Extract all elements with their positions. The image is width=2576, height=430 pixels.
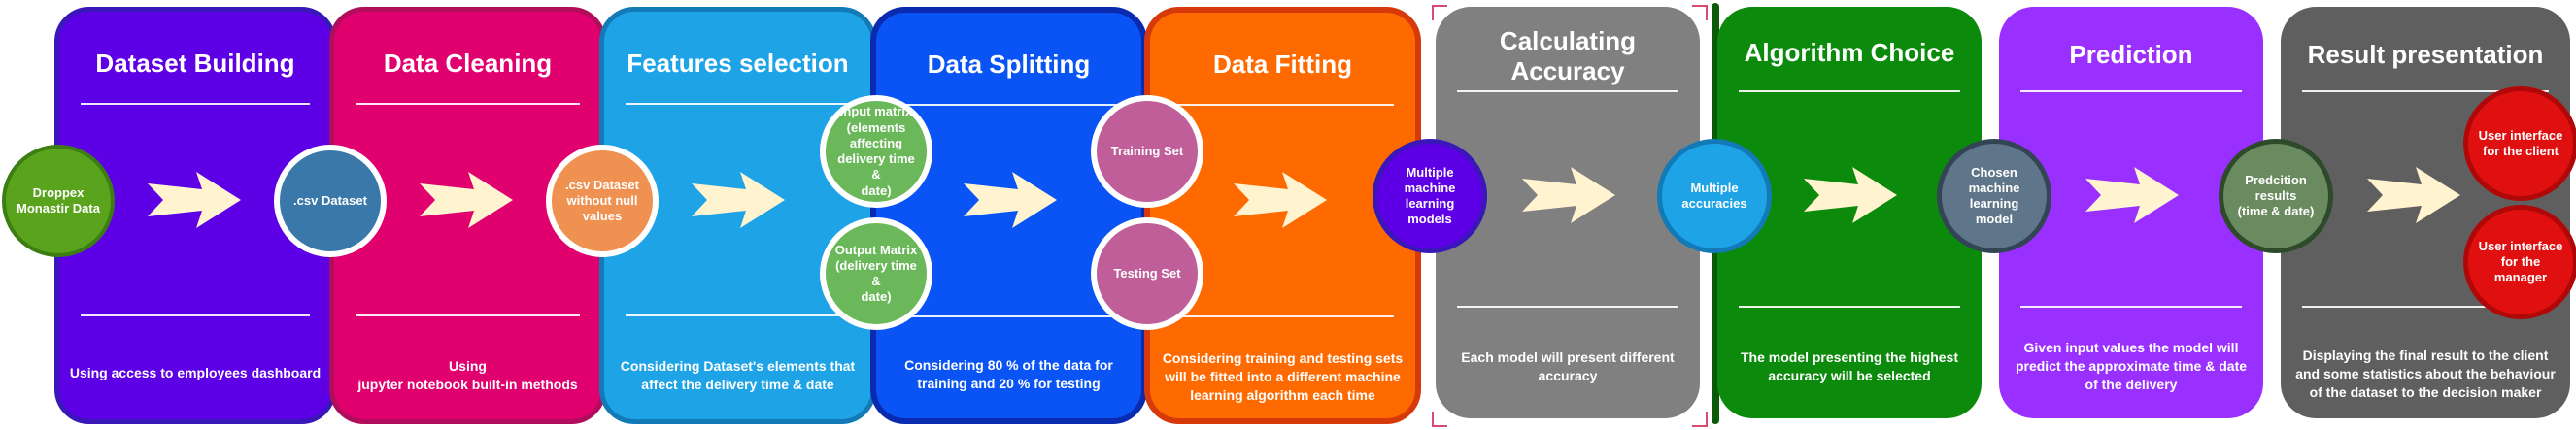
node-csv-dataset-no-null: .csv Dataset without null values: [546, 145, 659, 257]
stage-bottom-rule: [898, 315, 1120, 317]
arrow-calculating-accuracy-icon: [1522, 167, 1615, 223]
bracket-top-right: [1692, 5, 1708, 20]
stage-title: Data Splitting: [927, 50, 1091, 79]
node-input-matrix: Input matrix (elements affecting deliver…: [820, 95, 932, 208]
node-chosen-ml-model: Chosen machine learning model: [1937, 139, 2051, 253]
stage-top-rule: [1457, 90, 1678, 92]
stage-bottom-rule: [1457, 306, 1678, 308]
stage-description: The model presenting the highest accurac…: [1740, 349, 1959, 383]
node-label: Testing Set: [1113, 265, 1181, 281]
arrow-result-presentation-icon: [2367, 167, 2460, 223]
stage-bottom-rule: [2020, 306, 2242, 308]
arrow-data-splitting-icon: [964, 172, 1057, 228]
stage-top-rule: [2302, 90, 2549, 92]
node-multiple-accuracies: Multiple accuracies: [1657, 139, 1772, 253]
node-label: .csv Dataset: [293, 192, 367, 208]
stage-title: Dataset Building: [95, 49, 295, 78]
node-multiple-ml-models: Multiple machine learning models: [1373, 139, 1487, 253]
arrow-algorithm-choice-icon: [1804, 167, 1897, 223]
bracket-bottom-right: [1692, 412, 1708, 427]
node-csv-dataset: .csv Dataset: [274, 145, 387, 257]
stage-top-rule: [626, 103, 850, 105]
stage-title: Calculating Accuracy: [1499, 26, 1637, 86]
stage-top-rule: [81, 103, 310, 105]
node-ui-manager: User interface for the manager: [2463, 205, 2576, 319]
stage-top-rule: [1171, 104, 1394, 106]
stage-bottom-rule: [1171, 315, 1394, 317]
stage-title: Data Fitting: [1213, 50, 1352, 79]
stage-description: Each model will present different accura…: [1461, 349, 1675, 383]
node-label: Multiple machine learning models: [1404, 164, 1456, 227]
stage-description: Considering training and testing sets wi…: [1162, 350, 1404, 403]
node-output-matrix: Output Matrix (delivery time & date): [820, 217, 932, 330]
node-label: Input matrix (elements affecting deliver…: [837, 104, 915, 198]
stage-description: Using access to employees dashboard: [69, 365, 322, 380]
node-label: Chosen machine learning model: [1968, 164, 2020, 227]
stage-bottom-rule: [2302, 306, 2549, 308]
node-label: Droppex Monastir Data: [17, 184, 100, 215]
stage-description: Considering 80 % of the data for trainin…: [904, 357, 1113, 391]
node-training-set: Training Set: [1091, 95, 1203, 208]
node-prediction-results: Predcition results (time & date): [2219, 139, 2333, 253]
bracket-top-left: [1432, 5, 1447, 20]
node-label: User interface for the client: [2478, 127, 2563, 158]
node-label: Predcition results (time & date): [2237, 172, 2315, 219]
stage-top-rule: [898, 104, 1120, 106]
stage-top-rule: [1739, 90, 1960, 92]
stage-bottom-rule: [1739, 306, 1960, 308]
arrow-prediction-icon: [2085, 167, 2179, 223]
stage-title: Features selection: [627, 49, 849, 78]
node-label: Training Set: [1110, 143, 1184, 158]
stage-title: Data Cleaning: [383, 49, 553, 78]
node-droppex-monastir-data: Droppex Monastir Data: [2, 145, 115, 257]
stage-description: Considering Dataset's elements that affe…: [620, 358, 856, 392]
arrow-features-selection-icon: [692, 172, 785, 228]
stage-title: Result presentation: [2307, 40, 2544, 69]
stage-description: Displaying the final result to the clien…: [2295, 347, 2556, 400]
arrow-dataset-building-icon: [148, 172, 241, 228]
node-testing-set: Testing Set: [1091, 217, 1203, 330]
stage-top-rule: [356, 103, 580, 105]
bracket-bottom-left: [1432, 412, 1447, 427]
stage-title: Algorithm Choice: [1744, 38, 1955, 67]
node-label: .csv Dataset without null values: [565, 177, 639, 224]
arrow-data-cleaning-icon: [420, 172, 513, 228]
arrow-data-fitting-icon: [1234, 172, 1327, 228]
node-label: Output Matrix (delivery time & date): [834, 242, 918, 305]
stage-title: Prediction: [2069, 40, 2193, 69]
stage-description: Using jupyter notebook built-in methods: [357, 358, 578, 392]
node-label: User interface for the manager: [2478, 238, 2563, 285]
stage-top-rule: [2020, 90, 2242, 92]
node-ui-client: User interface for the client: [2463, 86, 2576, 201]
stage-bottom-rule: [626, 314, 850, 316]
stage-bottom-rule: [81, 314, 310, 316]
node-label: Multiple accuracies: [1681, 180, 1747, 211]
stage-bottom-rule: [356, 314, 580, 316]
stage-description: Given input values the model will predic…: [2015, 340, 2248, 392]
